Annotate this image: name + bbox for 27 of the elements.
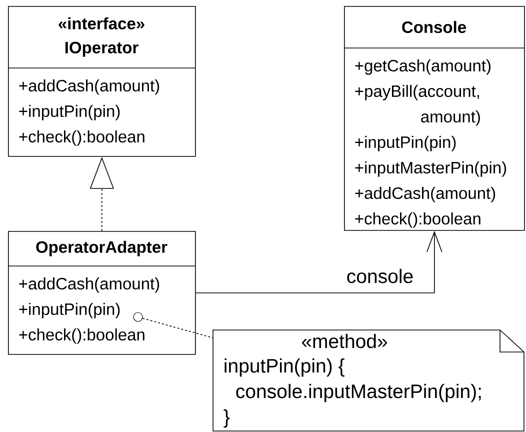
class-name: Console (402, 20, 466, 34)
member-text: +check():boolean (19, 130, 144, 146)
class-box (344, 6, 525, 231)
port-circle (133, 312, 143, 322)
member-text: +check():boolean (355, 212, 480, 228)
member-text: +getCash(amount) (355, 59, 490, 75)
class-name: «interface» IOperator (58, 17, 144, 57)
class-box (8, 231, 196, 355)
code-line: console.inputMasterPin(pin); (236, 384, 481, 402)
member-text: +check():boolean (19, 328, 144, 344)
member-text: +inputPin(pin) (19, 104, 120, 120)
stereotype-text: «method» (302, 334, 388, 348)
code-line: inputPin(pin) { (224, 358, 344, 377)
code-line: } (224, 409, 230, 428)
class-box (8, 6, 196, 157)
member-text: +inputMasterPin(pin) (355, 161, 506, 177)
member-text: +addCash(amount) (355, 186, 496, 202)
member-text: +addCash(amount) (19, 79, 160, 95)
member-text: +inputPin(pin) (355, 136, 456, 152)
member-text: +inputPin(pin) (19, 302, 120, 318)
connector-arrow (195, 230, 442, 294)
member-text: +addCash(amount) (19, 277, 160, 293)
note-box (212, 330, 524, 432)
class-name: OperatorAdapter (36, 240, 168, 256)
member-text: +payBill(account, amount) (355, 84, 480, 126)
edge-label: console (347, 268, 413, 284)
note-link-line (142, 318, 214, 338)
